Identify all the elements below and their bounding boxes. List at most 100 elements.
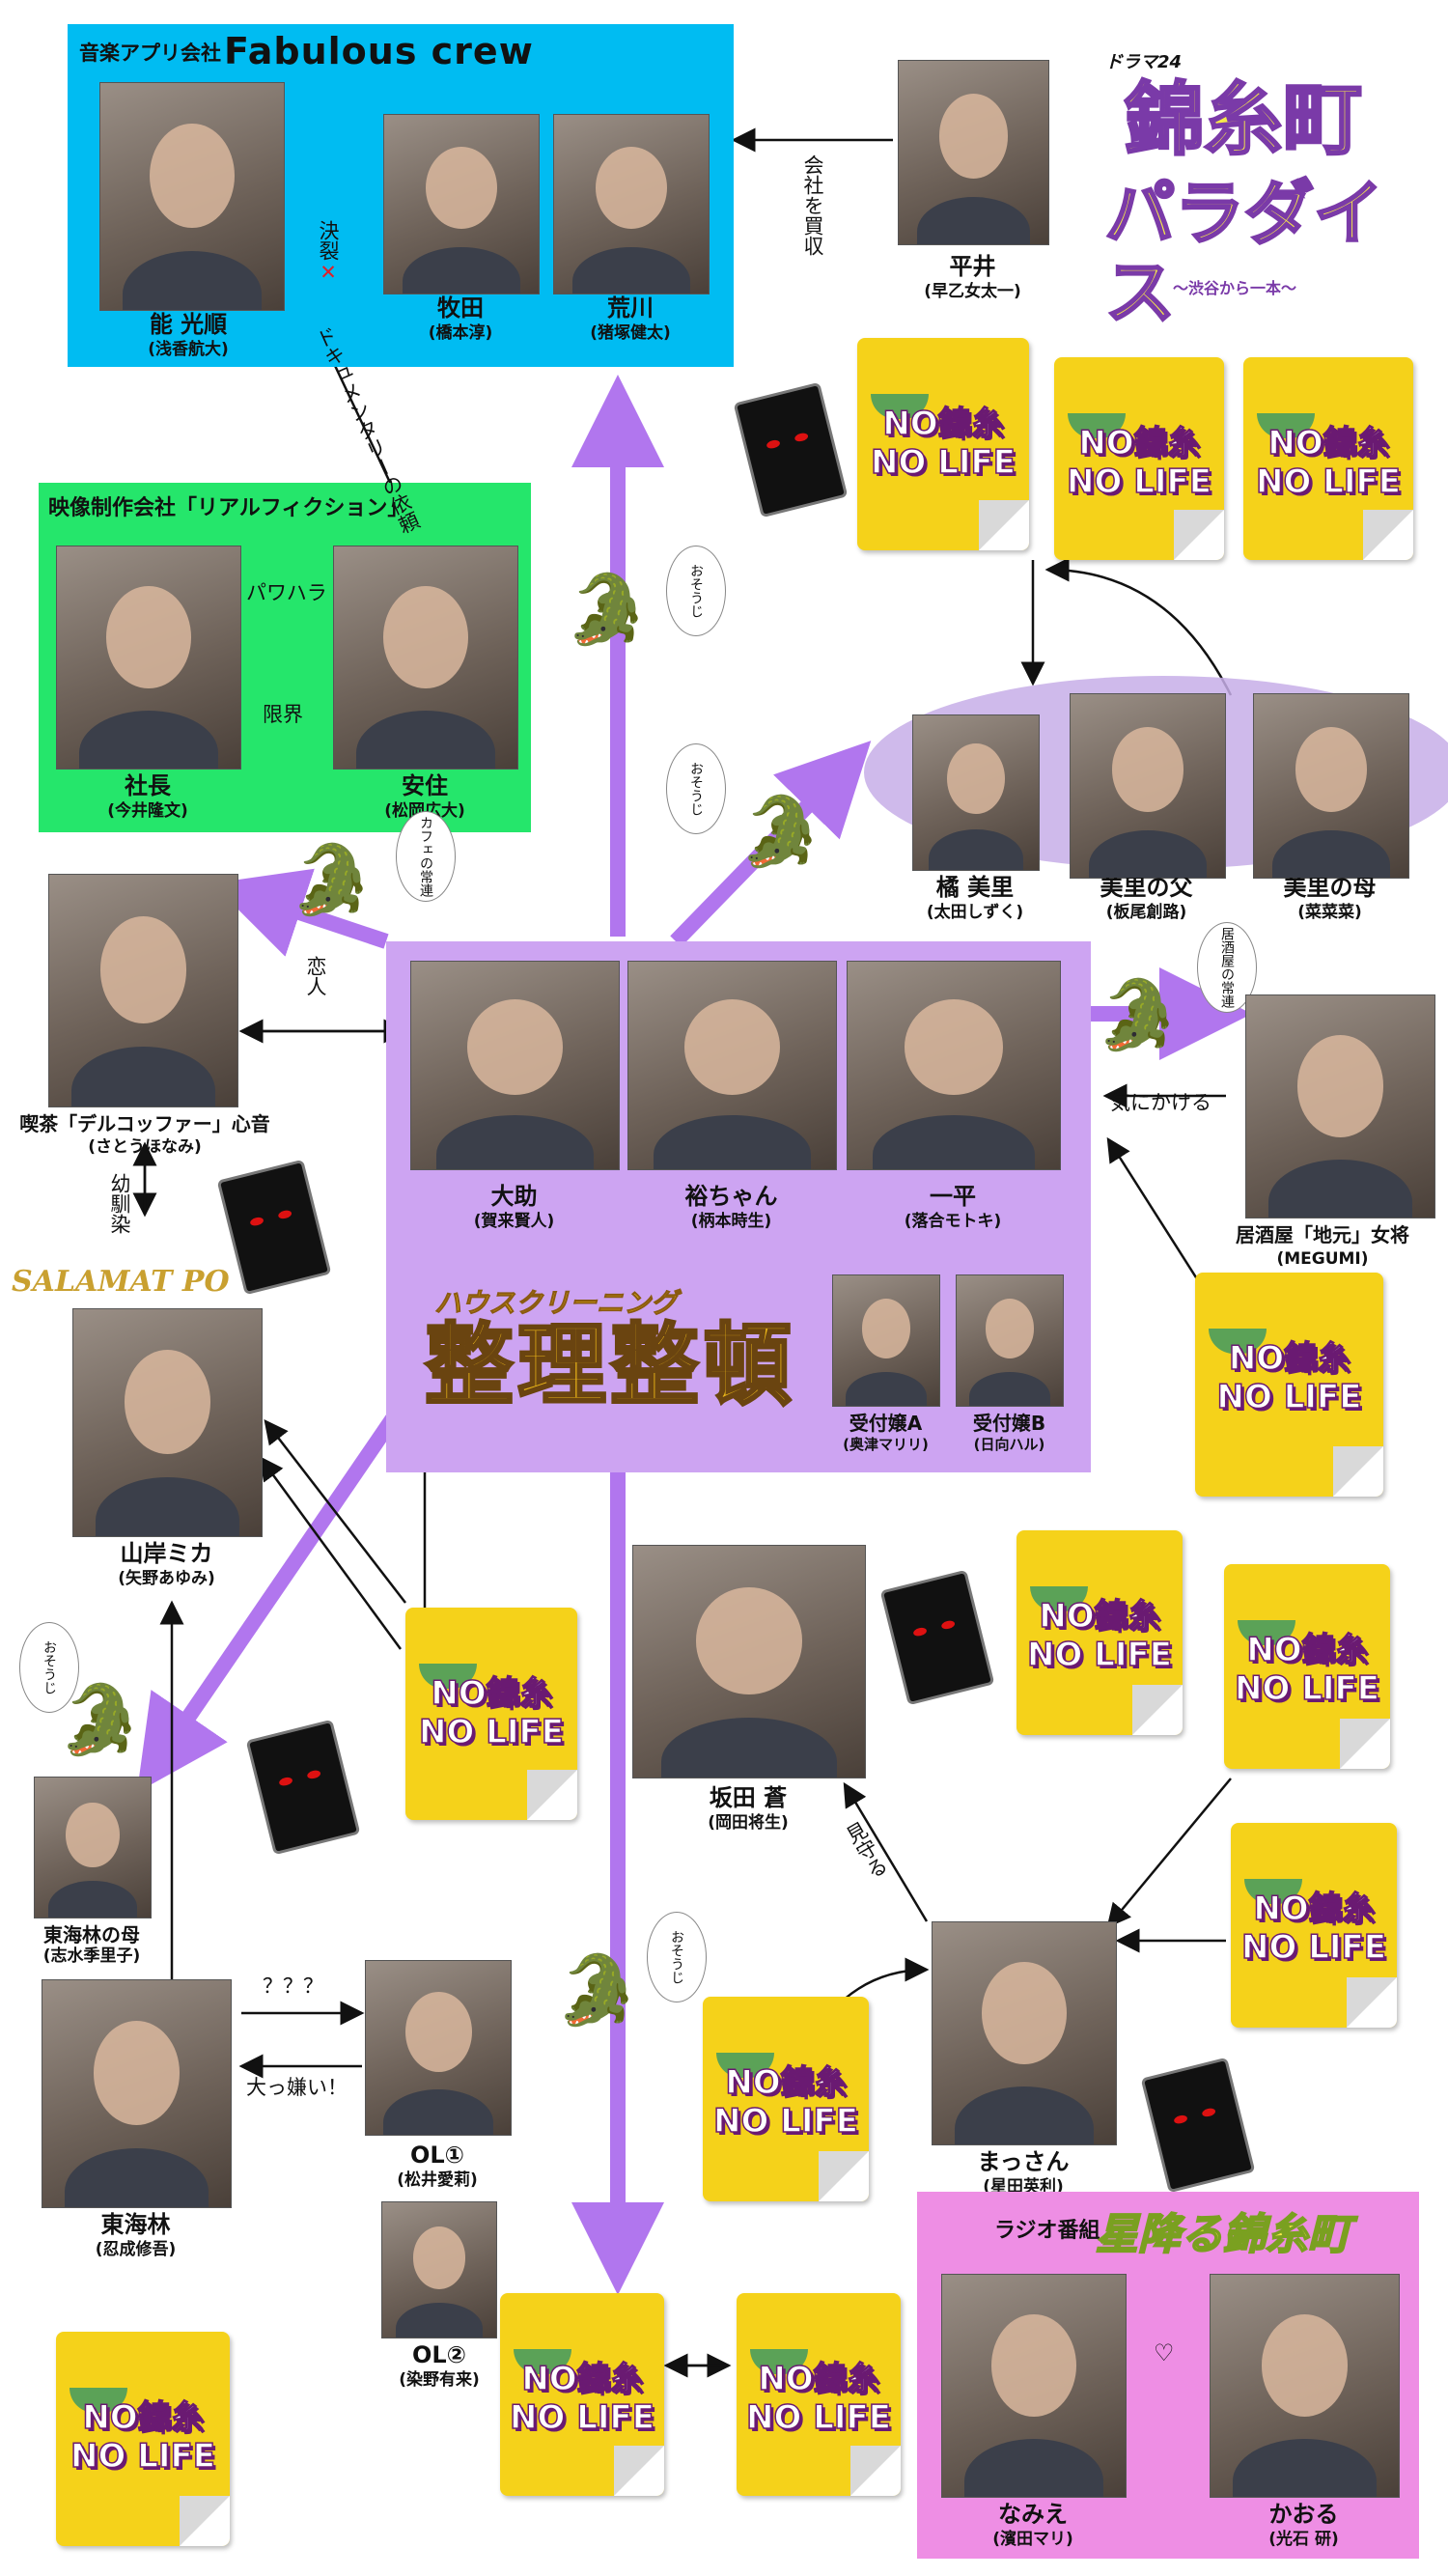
daisuke-name: 大助 <box>490 1183 538 1210</box>
uketsuke-a-photo <box>832 1274 940 1407</box>
namie-actor: (濱田マリ) <box>992 2530 1073 2549</box>
sticker-line2: NO LIFE <box>745 2398 891 2437</box>
crocodile-mascot-icon: 🐊 <box>58 1680 143 1759</box>
heart-icon: ♡ <box>1154 2339 1175 2366</box>
koibito-label: 恋人 <box>304 956 327 996</box>
sakata-name: 坂田 蒼 <box>709 1784 788 1811</box>
sticker-line2: NO LIFE <box>1240 1928 1386 1967</box>
question-label: ？？？ <box>263 1974 323 1998</box>
kinikakeru-label: 気にかける <box>1110 1091 1211 1114</box>
crocodile-mascot-icon: 🐊 <box>738 792 823 871</box>
fabulous-name: Fabulous crew <box>224 30 534 72</box>
kaoru-name: かおる <box>1268 2501 1339 2528</box>
sticker-line2: NO LIFE <box>712 2102 858 2141</box>
no-mitsuyori-photo <box>99 82 285 311</box>
housecleaning-big: 整理整頓 <box>423 1313 796 1419</box>
namie-name: なみえ <box>998 2501 1068 2528</box>
makita-name: 牧田 <box>437 294 484 322</box>
ol1-photo <box>365 1960 512 2136</box>
misato-father-name: 美里の父 <box>1100 874 1193 901</box>
misato-actor: (太田しずく) <box>926 903 1024 922</box>
kokone-photo <box>48 874 238 1107</box>
break-x-icon: ✕ <box>317 261 340 284</box>
yuchan-photo <box>627 961 837 1170</box>
sticker-line1: NO錦糸 <box>1078 424 1201 462</box>
tokairin-photo <box>42 1979 232 2208</box>
sticker-line1: NO錦糸 <box>758 2360 880 2398</box>
massan-photo <box>932 1921 1117 2145</box>
izakaya-jouren-bubble: 居酒屋の常連 <box>1197 922 1257 1013</box>
sticker-line1: NO錦糸 <box>82 2398 205 2437</box>
massan-name: まっさん <box>977 2148 1070 2175</box>
drama24-label: ドラマ24 <box>1105 52 1183 72</box>
ol2-actor: (染野有来) <box>399 2370 480 2390</box>
shacho-name: 社長 <box>125 772 171 799</box>
osouji-bubble: おそうじ <box>19 1622 79 1713</box>
realfiction-label: 映像制作会社「リアルフィクション」 <box>48 496 409 520</box>
yasuzumi-photo <box>333 546 518 770</box>
tokairin-mother-photo <box>34 1777 152 1918</box>
ol1-actor: (松井愛莉) <box>397 2170 478 2190</box>
radio-title: 星降る錦糸町 <box>1095 2209 1351 2260</box>
makita-photo <box>383 114 540 294</box>
genkai-label: 限界 <box>263 703 303 726</box>
pawahara-label: パワハラ <box>246 581 327 604</box>
crocodile-mascot-icon: 🐊 <box>1096 975 1181 1054</box>
tokairin-actor: (忍成修吾) <box>95 2240 177 2259</box>
sticker-line1: NO錦糸 <box>882 405 1005 443</box>
uketsuke-b-photo <box>956 1274 1064 1407</box>
crocodile-mascot-icon: 🐊 <box>565 570 650 649</box>
shacho-photo <box>56 546 241 770</box>
osouji-bubble: おそうじ <box>666 546 726 636</box>
sticker-line2: NO LIFE <box>418 1713 564 1751</box>
daisuke-photo <box>410 961 620 1170</box>
hirai-photo <box>898 60 1049 245</box>
daikirai-label: 大っ嫌い！ <box>246 2076 348 2099</box>
sticker-line1: NO錦糸 <box>1267 424 1390 462</box>
ketsuretsu-text: 決裂 <box>317 220 340 261</box>
radio-label: ラジオ番組 <box>994 2219 1100 2243</box>
osouji-bubble: おそうじ <box>647 1912 707 2002</box>
ol2-name: OL② <box>411 2341 466 2368</box>
sakata-actor: (岡田将生) <box>708 1813 789 1833</box>
kaoru-photo <box>1210 2274 1400 2498</box>
sticker-line1: NO錦糸 <box>1039 1597 1161 1636</box>
no-mitsuyori-name: 能 光順 <box>149 311 228 338</box>
housecleaning-small: ハウスクリーニング <box>433 1287 679 1320</box>
yasuzumi-name: 安住 <box>402 772 448 799</box>
tokairin-mother-actor: (志水季里子) <box>42 1946 141 1966</box>
osananajimi-label: 幼馴染 <box>108 1173 131 1234</box>
ippei-actor: (落合モトキ) <box>904 1212 1002 1231</box>
crocodile-mascot-icon: 🐊 <box>555 1950 640 2030</box>
arakawa-photo <box>553 114 710 294</box>
namie-photo <box>941 2274 1127 2498</box>
uketsuke-b-name: 受付嬢B <box>972 1412 1046 1435</box>
no-mitsuyori-actor: (浅香航大) <box>148 340 229 359</box>
drama-logo: ドラマ24 錦糸町 パラダイス 〜渋谷から一本〜 <box>1104 48 1424 334</box>
sticker-line2: NO LIFE <box>870 443 1016 482</box>
arakawa-actor: (猪塚健太) <box>590 323 671 343</box>
sticker-line2: NO LIFE <box>1026 1636 1172 1674</box>
uketsuke-b-actor: (日向ハル) <box>973 1436 1045 1453</box>
sticker-line1: NO錦糸 <box>521 2360 644 2398</box>
yuchan-name: 裕ちゃん <box>684 1183 778 1210</box>
daisuke-actor: (賀来賢人) <box>473 1212 555 1231</box>
sticker-line1: NO錦糸 <box>1228 1339 1351 1378</box>
sticker-line2: NO LIFE <box>1234 1669 1379 1708</box>
sticker-line2: NO LIFE <box>70 2437 215 2476</box>
okami-name: 居酒屋「地元」女将 <box>1236 1223 1409 1246</box>
ol1-name: OL① <box>409 2142 464 2169</box>
mika-actor: (矢野あゆみ) <box>118 1569 215 1588</box>
okami-actor: (MEGUMI) <box>1276 1249 1369 1269</box>
sticker-line2: NO LIFE <box>1255 462 1401 501</box>
arakawa-name: 荒川 <box>607 294 654 322</box>
